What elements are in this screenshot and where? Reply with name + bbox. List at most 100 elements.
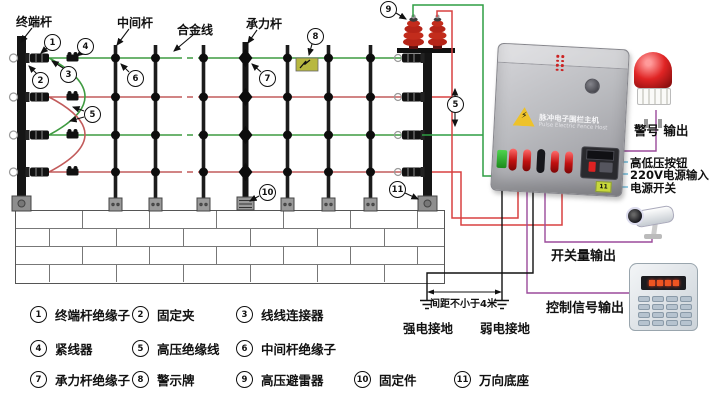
legend-num: 1 (30, 306, 47, 323)
label-alarm-output: 警号 输出 (634, 123, 689, 138)
legend-num: 4 (30, 340, 47, 357)
connection-wires (412, 4, 563, 226)
beacon-leg (644, 119, 648, 128)
callout-6: 6 (127, 70, 144, 87)
cctv-camera (626, 203, 686, 245)
spacing-dimension (427, 289, 502, 295)
ground-terminal (496, 149, 508, 169)
fence-poles (17, 36, 432, 198)
brick-row (16, 211, 444, 229)
signal-wires (526, 110, 657, 294)
callout-9: 9 (380, 1, 397, 18)
brick-row (16, 265, 444, 282)
ground-symbol (420, 299, 434, 310)
label-load-pole: 承力杆 (246, 17, 283, 31)
legend-label: 终端杆绝缘子 (55, 308, 131, 323)
callout-8: 8 (307, 28, 324, 45)
terminal-pole-left (17, 36, 26, 198)
legend-label: 承力杆绝缘子 (55, 373, 131, 388)
keypad-buttons[interactable] (638, 296, 692, 326)
legend-item-10: 10 固定件 (354, 370, 417, 389)
label-power-switch: 电源开关 (630, 181, 676, 195)
legend-label: 固定夹 (157, 308, 195, 323)
beacon-base (637, 88, 671, 105)
legend-item-5: 5 高压绝缘线 (132, 339, 220, 358)
label-alloy-wire: 合金线 (177, 23, 214, 37)
switch-output-wire (544, 191, 653, 243)
legend-num: 8 (132, 371, 149, 388)
hv-lv-button[interactable] (585, 149, 615, 161)
hv-insulated-wire-red (48, 96, 86, 173)
callout-11: 11 (389, 181, 406, 198)
pulse-fence-host: ⚡ 脉冲电子围栏主机 Pulse Electric Fence Host 11 (490, 42, 630, 198)
beacon-dome (634, 52, 672, 88)
camera-mount (644, 234, 662, 239)
label-strong-ground: 强电接地 (403, 321, 454, 336)
hv-terminal (508, 148, 518, 171)
label-hv-lv-button: 高低压按钮 (630, 156, 688, 170)
load-bearing-pole (242, 42, 249, 198)
callout-1: 1 (44, 34, 61, 51)
callout-5b: 5 (447, 96, 464, 113)
legend-num: 2 (132, 306, 149, 323)
pole-bases (11, 195, 438, 212)
control-signal-wire (526, 191, 632, 294)
host-tag: 11 (595, 180, 612, 193)
legend-item-11: 11 万向底座 (454, 370, 529, 389)
hv-terminal (550, 150, 560, 173)
label-switch-output: 开关量输出 (551, 249, 617, 264)
callout-7: 7 (259, 70, 276, 87)
label-ground-spacing: 间距不小于4米 (430, 299, 497, 310)
brick-wall (15, 210, 445, 284)
legend-label: 警示牌 (157, 373, 195, 388)
legend-num: 10 (354, 371, 371, 388)
legend-item-8: 8 警示牌 (132, 370, 195, 389)
control-keypad (629, 263, 698, 331)
legend-num: 7 (30, 371, 47, 388)
status-led-icons (555, 54, 567, 72)
legend-label: 线线连接器 (261, 308, 324, 323)
legend-num: 5 (132, 340, 149, 357)
fence-wires (48, 57, 403, 173)
callout-4: 4 (77, 38, 94, 55)
legend-item-6: 6 中间杆绝缘子 (236, 339, 336, 358)
ground-symbol (495, 299, 509, 310)
callout-5: 5 (84, 106, 101, 123)
legend-num: 11 (454, 371, 471, 388)
hv-terminal (564, 151, 574, 174)
label-middle-pole: 中间杆 (117, 16, 154, 30)
legend-num: 9 (236, 371, 253, 388)
keypad-display (641, 276, 686, 290)
alarm-beacon (634, 52, 672, 128)
grounding-wires (420, 190, 534, 310)
warning-sign (295, 57, 319, 72)
power-switch[interactable] (588, 161, 596, 172)
legend-label: 固定件 (379, 373, 417, 388)
brick-row (16, 229, 444, 247)
callout-10: 10 (259, 184, 276, 201)
legend-item-7: 7 承力杆绝缘子 (30, 370, 130, 389)
legend-num: 6 (236, 340, 253, 357)
legend-item-2: 2 固定夹 (132, 305, 195, 324)
callout-3: 3 (60, 66, 77, 83)
legend-label: 紧线器 (55, 342, 93, 357)
legend-label: 高压避雷器 (261, 373, 324, 388)
label-terminal-pole: 终端杆 (16, 15, 53, 29)
legend-item-4: 4 紧线器 (30, 339, 93, 358)
legend-item-3: 3 线线连接器 (236, 305, 324, 324)
power-module (579, 146, 620, 181)
high-voltage-warning-icon: ⚡ (513, 107, 536, 127)
lightning-arresters (397, 14, 455, 53)
legend-label: 万向底座 (479, 373, 530, 388)
terminal-pole-right (423, 52, 432, 197)
hv-terminal (522, 149, 532, 172)
label-control-signal-output: 控制信号输出 (546, 301, 625, 316)
power-socket (599, 162, 613, 173)
label-power-input: 220V电源输入 (630, 168, 709, 182)
alarm-wire (613, 110, 657, 152)
legend-num: 3 (236, 306, 253, 323)
strong-ground-wire (426, 190, 534, 300)
legend-item-9: 9 高压避雷器 (236, 370, 324, 389)
